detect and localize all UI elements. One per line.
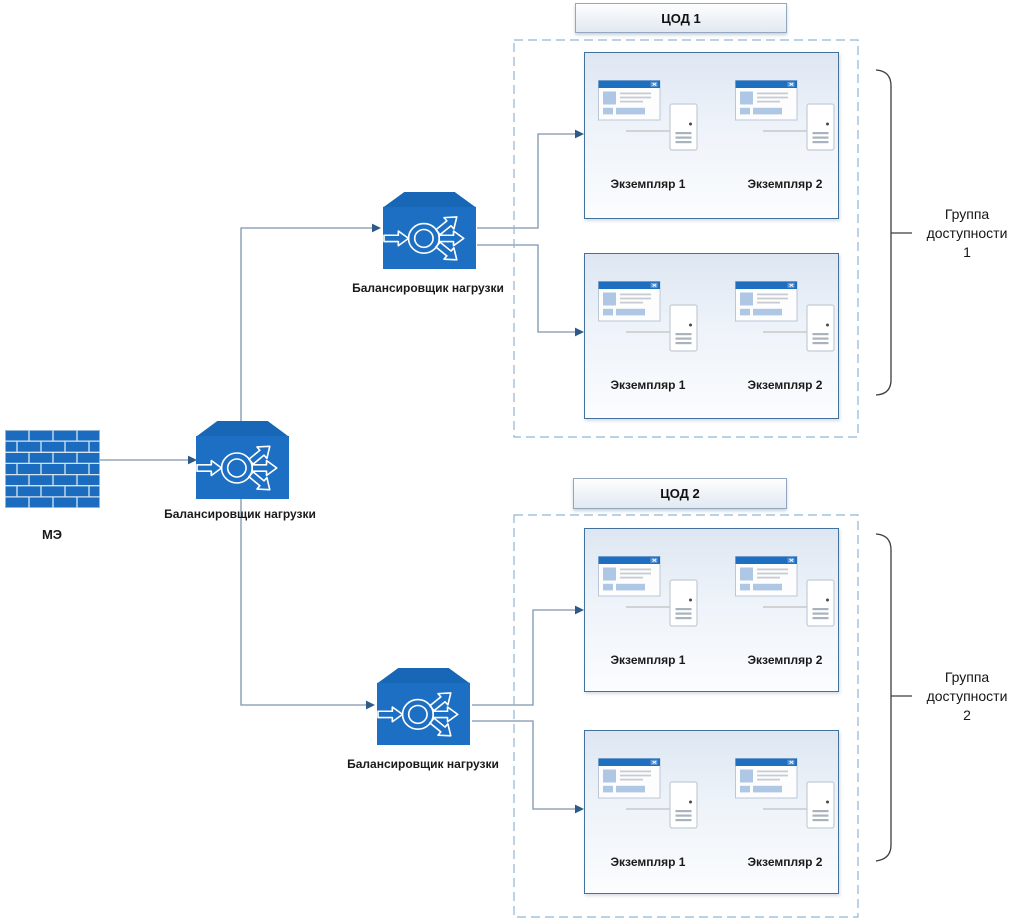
datacenter-2-title-text: ЦОД 2 [660,486,700,501]
availability-group-2-brace [875,533,912,862]
load-balancer-icon [377,668,470,745]
instance-group-box: Экземпляр 1 Экземпляр 2 [584,52,839,219]
instance-icon [735,556,835,628]
load-balancer-icon [383,192,476,269]
instance: Экземпляр 1 [598,80,698,191]
datacenter-1-title-text: ЦОД 1 [661,10,701,26]
availability-group-1-line1: Группа [944,206,990,222]
instance-group-box: Экземпляр 1 Экземпляр 2 [584,730,839,894]
instance-icon [598,281,698,353]
availability-group-2-label: Группа доступности 2 [916,668,1018,725]
instance-label: Экземпляр 1 [610,653,686,667]
instance: Экземпляр 2 [735,556,835,667]
instance-icon [735,758,835,830]
datacenter-2-title: ЦОД 2 [573,478,787,509]
availability-group-2-line2: доступности [926,688,1008,704]
instance-label: Экземпляр 1 [610,177,686,191]
instance: Экземпляр 1 [598,758,698,869]
datacenter-1-boundary [513,39,859,438]
instance-icon [598,556,698,628]
instance: Экземпляр 2 [735,281,835,392]
firewall-label: МЭ [41,527,63,542]
load-balancer-main-label: Балансировщик нагрузки [164,507,316,521]
availability-group-1-label: Группа доступности 1 [916,205,1018,262]
instance: Экземпляр 1 [598,281,698,392]
instance: Экземпляр 1 [598,556,698,667]
instance-label: Экземпляр 2 [747,378,823,392]
instance-label: Экземпляр 1 [610,378,686,392]
instance-icon [735,80,835,152]
instance-icon [735,281,835,353]
instance-icon [598,758,698,830]
instance-group-box: Экземпляр 1 Экземпляр 2 [584,528,839,692]
instance-icon [598,80,698,152]
instance: Экземпляр 2 [735,758,835,869]
availability-group-1-line2: доступности [926,225,1008,241]
availability-group-1-brace [875,69,912,396]
availability-group-1-line3: 1 [963,244,971,260]
instance-label: Экземпляр 2 [747,653,823,667]
instance-label: Экземпляр 2 [747,177,823,191]
load-balancer-bottom-label: Балансировщик нагрузки [347,757,499,771]
datacenter-1-title: ЦОД 1 [575,3,787,33]
load-balancer-icon [196,421,289,499]
firewall-icon [5,430,100,508]
load-balancer-top-label: Балансировщик нагрузки [352,281,504,295]
instance: Экземпляр 2 [735,80,835,191]
instance-group-box: Экземпляр 1 Экземпляр 2 [584,253,839,419]
arrowheads [188,129,584,814]
instance-label: Экземпляр 1 [610,855,686,869]
instance-label: Экземпляр 2 [747,855,823,869]
availability-group-2-line3: 2 [963,707,971,723]
availability-group-2-line1: Группа [944,669,990,685]
datacenter-2-boundary [513,514,859,918]
